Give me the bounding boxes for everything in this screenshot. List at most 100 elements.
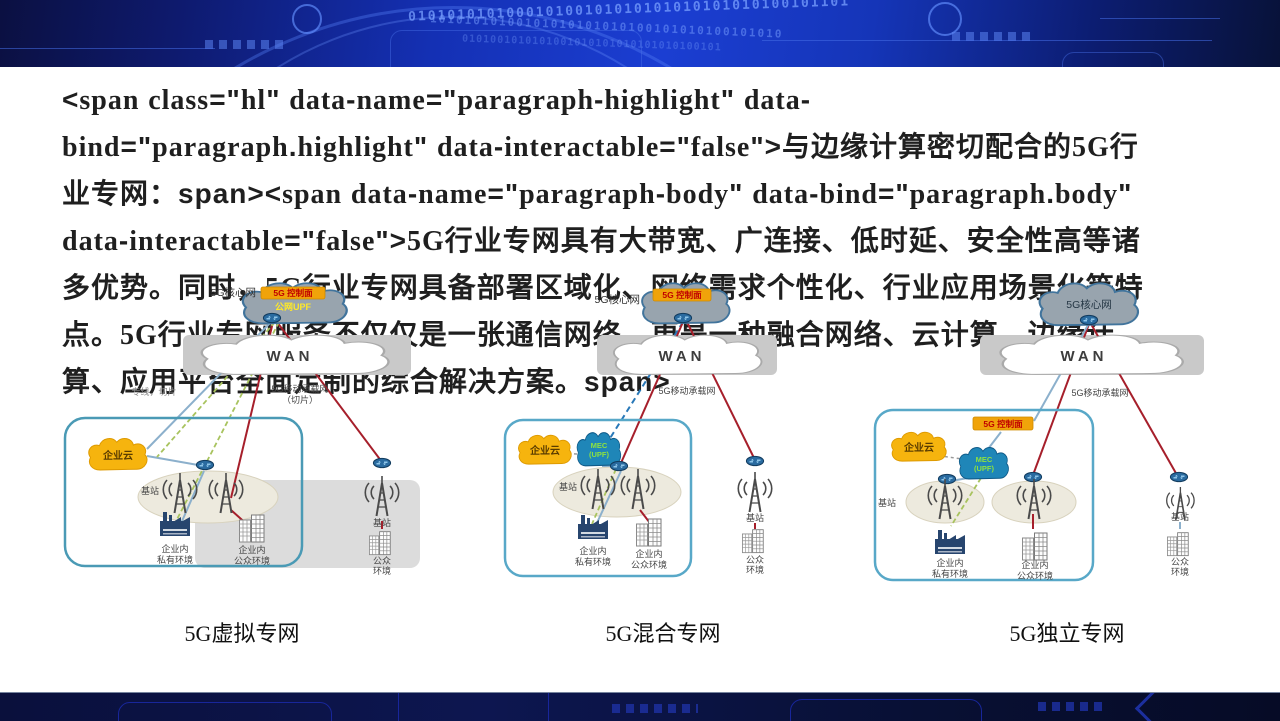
decor-ring	[292, 4, 322, 34]
control-plane-box	[652, 288, 712, 302]
public-base-station-icon	[737, 471, 773, 513]
control-plane-label: 5G 控制面	[662, 290, 702, 300]
decor-trace	[0, 48, 215, 49]
bottom-decor-band	[0, 692, 1280, 721]
core-net-label: 5G核心网	[210, 286, 256, 299]
mec-label: MEC	[976, 455, 993, 464]
private-env-label-2: 私有环境	[932, 568, 968, 579]
blue-link	[987, 431, 1002, 450]
core-router-icon	[262, 312, 282, 324]
outer-env-label: 公众	[373, 556, 391, 566]
public-bs-label: 基站	[373, 517, 391, 528]
public-buildings-icon	[1167, 532, 1189, 557]
mec-label-2: (UPF)	[589, 450, 609, 459]
diagram-5g-virtual: WAN 5G 控制面 公网UPF 5G核心网 专线，切片 5G移动承载网 （切片…	[60, 270, 425, 610]
leased-line-label: 专线，切片	[131, 386, 176, 397]
edge-router-icon	[609, 460, 629, 472]
decor-chip	[1062, 52, 1164, 67]
bearer-label: 5G移动承载网	[271, 383, 328, 394]
public-env-label: 企业内	[1021, 559, 1048, 570]
control-plane-box	[260, 286, 326, 300]
enterprise-zone	[873, 408, 1095, 582]
bearer-label: 5G移动承载网	[658, 385, 715, 396]
public-env-label-2: 公众环境	[1017, 570, 1053, 581]
core-router-icon	[673, 312, 693, 324]
factory-icon	[578, 515, 608, 539]
outer-env-label-2: 环境	[1171, 566, 1189, 577]
enterprise-cloud-label: 企业云	[102, 449, 133, 462]
public-env-label: 企业内	[238, 544, 265, 555]
decor-dots	[1038, 702, 1102, 711]
public-upf-label: 公网UPF	[275, 302, 312, 312]
private-env-label: 企业内	[161, 543, 188, 554]
public-router-icon	[1169, 471, 1189, 483]
bearer-label: 5G移动承载网	[1071, 387, 1128, 398]
intro-paragraph: <span class="hl" data-name="paragraph-hi…	[62, 84, 1144, 397]
public-router-icon	[745, 455, 765, 467]
caption-5g-virtual: 5G虚拟专网	[184, 621, 300, 646]
outer-env-label: 公众	[1171, 557, 1189, 567]
edge-router-icon	[937, 473, 957, 485]
top-decor-band: 0101010101000101001010101010101010101001…	[0, 0, 1280, 67]
caption-5g-standalone: 5G独立专网	[1009, 621, 1125, 646]
factory-icon	[935, 530, 965, 554]
slide-content: <span class="hl" data-name="paragraph-hi…	[0, 67, 1280, 692]
control-plane-label: 5G 控制面	[273, 288, 313, 298]
core-router-icon	[1079, 314, 1099, 326]
enterprise-zone	[63, 416, 304, 568]
decor-trace	[548, 693, 549, 721]
diagram-5g-hybrid: WAN 5G 控制面 5G核心网 5G移动承载网 企业云 MEC (UPF) 基…	[490, 270, 830, 610]
core-net-label: 5G核心网	[594, 293, 640, 306]
wan-label: WAN	[1061, 348, 1108, 365]
decor-dots	[952, 32, 1030, 41]
private-env-label: 企业内	[579, 545, 606, 556]
slice-link	[156, 321, 276, 458]
enterprise-cloud-label: 企业云	[529, 444, 560, 457]
buildings-icon	[636, 518, 662, 547]
public-bs-label: 基站	[746, 512, 764, 523]
control-plane-box	[972, 416, 1034, 431]
caption-5g-hybrid: 5G混合专网	[605, 621, 721, 646]
bearer-label-2: （切片）	[282, 394, 318, 405]
private-env-label-2: 私有环境	[157, 554, 193, 565]
slice-link	[950, 477, 982, 527]
enterprise-cloud-label: 企业云	[903, 441, 934, 454]
outer-env-label-2: 环境	[746, 564, 764, 575]
decor-dots	[612, 704, 698, 713]
mec-label: MEC	[591, 441, 608, 450]
decor-trace	[1100, 18, 1220, 19]
outer-env-label: 公众	[746, 555, 764, 565]
decor-chip	[390, 30, 642, 67]
buildings-icon	[1022, 532, 1048, 561]
core-net-label: 5G核心网	[1066, 298, 1112, 311]
edge-router-icon	[195, 459, 215, 471]
base-station-label: 基站	[141, 485, 159, 496]
decor-dots	[205, 40, 283, 49]
control-plane-label: 5G 控制面	[983, 419, 1023, 429]
decor-trace	[762, 40, 1212, 41]
public-bs-label: 基站	[1171, 511, 1189, 522]
diagram-5g-standalone: WAN 5G核心网 5G移动承载网 5G 控制面 企业云 MEC (UPF) 基…	[865, 270, 1225, 610]
enterprise-zone	[503, 418, 693, 578]
blue-link	[595, 470, 622, 526]
decor-chevron	[1134, 693, 1171, 721]
private-env-label-2: 私有环境	[575, 556, 611, 567]
edge-router-icon	[1023, 471, 1043, 483]
decor-ring	[928, 2, 962, 36]
public-env-label-2: 公众环境	[234, 555, 270, 566]
blue-link	[178, 470, 205, 529]
public-buildings-icon	[741, 529, 764, 554]
ran-ellipse	[552, 466, 682, 518]
wan-label: WAN	[659, 348, 706, 365]
base-station-label: 基站	[878, 497, 896, 508]
blue-link	[146, 455, 199, 466]
decor-chip	[118, 702, 332, 721]
outer-env-label-2: 环境	[373, 565, 391, 576]
wan-label: WAN	[267, 348, 314, 365]
public-env-label: 企业内	[635, 548, 662, 559]
decor-trace	[398, 693, 399, 721]
private-env-label: 企业内	[936, 557, 963, 568]
public-env-label-2: 公众环境	[631, 559, 667, 570]
mec-label-2: (UPF)	[974, 464, 994, 473]
base-station-label: 基站	[559, 481, 577, 492]
